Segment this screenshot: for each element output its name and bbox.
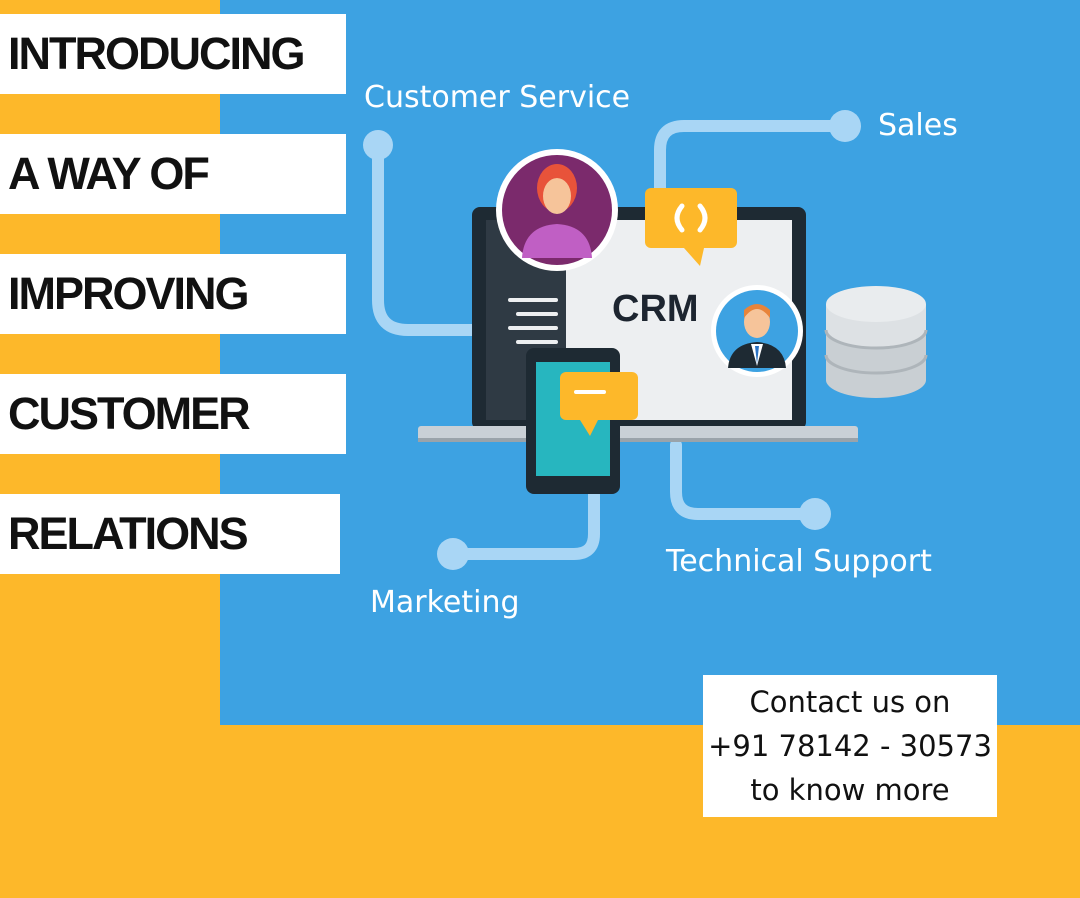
node-marketing: Marketing [370,585,520,620]
connector-endpoints [363,110,861,570]
chat-bubble-top-icon [645,188,737,266]
headline-line-4-box: CUSTOMER [0,374,346,454]
headline-line-2-box: A WAY OF [0,134,346,214]
headline-line-3-box: IMPROVING [0,254,346,334]
headline-line-4: CUSTOMER [8,388,251,439]
node-technical-support: Technical Support [666,544,932,579]
headline-line-5-box: RELATIONS [0,494,340,574]
headline-line-2: A WAY OF [8,148,210,199]
headline-line-1-box: INTRODUCING [0,14,346,94]
agent-avatar-icon [711,285,803,377]
contact-line-1: Contact us on [749,685,951,719]
chat-bubble-phone-icon [560,372,638,436]
phone-icon [526,348,620,494]
contact-phone: +91 78142 - 30573 [708,729,992,763]
connector-lines [372,120,848,560]
node-customer-service: Customer Service [364,80,631,115]
database-icon [824,286,928,398]
node-sales: Sales [878,108,958,143]
connector-customer-service [372,139,478,336]
crm-label: CRM [612,288,699,330]
connector-marketing [450,489,600,560]
contact-box: Contact us on +91 78142 - 30573 to know … [703,675,997,817]
connector-technical-support [670,439,818,520]
connector-sales [654,120,848,211]
contact-line-3: to know more [750,773,950,807]
headline-line-5: RELATIONS [8,508,249,559]
customer-avatar-icon [496,149,618,271]
headline-line-1: INTRODUCING [8,28,305,79]
headline-line-3: IMPROVING [8,268,250,319]
